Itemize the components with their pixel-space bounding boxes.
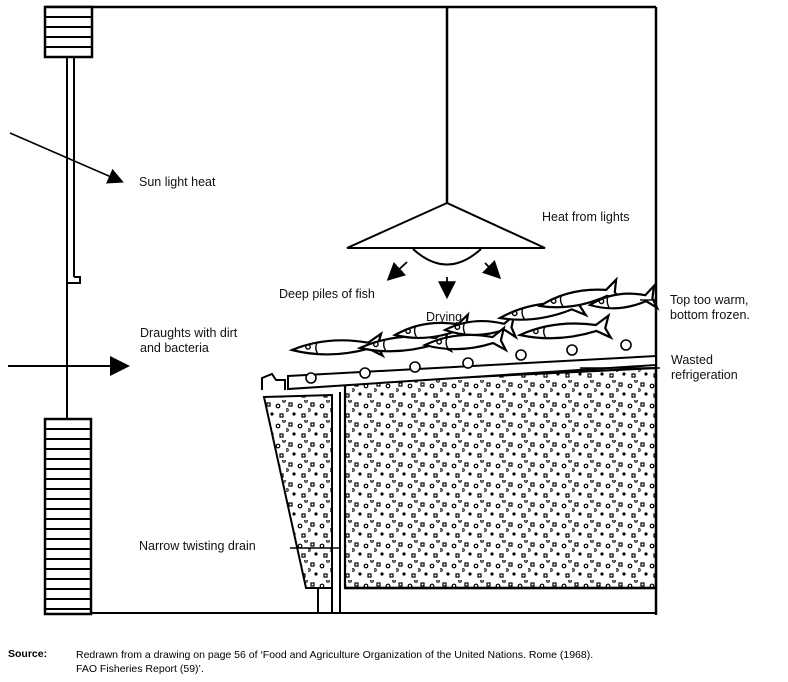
label-draughts: Draughts with dirt and bacteria — [140, 326, 237, 356]
fish-icon — [421, 325, 509, 353]
source-key: Source: — [8, 648, 48, 660]
drain-pipe — [290, 392, 341, 613]
sunlight-arrow-icon — [9, 132, 124, 184]
label-top-too-warm: Top too warm, bottom frozen. — [670, 293, 750, 323]
fish-pile — [288, 276, 660, 359]
tray — [261, 339, 660, 391]
window-slats — [45, 428, 91, 610]
label-drying: Drying — [426, 310, 463, 324]
label-wasted-line2: refrigeration — [671, 368, 738, 382]
lamp-icon — [346, 7, 546, 266]
source-line2: FAO Fisheries Report (59)’. — [76, 663, 204, 675]
label-top-too-warm-line2: bottom frozen. — [670, 308, 750, 322]
window-frame — [66, 57, 81, 420]
fish-icon — [587, 282, 660, 311]
window-icon — [43, 5, 94, 59]
label-top-too-warm-line1: Top too warm, — [670, 293, 749, 307]
label-draughts-line1: Draughts with dirt — [140, 326, 238, 340]
source-line1: Redrawn from a drawing on page 56 of ‘Fo… — [76, 649, 594, 661]
fish-icon — [516, 312, 614, 340]
label-heat-from-lights: Heat from lights — [542, 210, 630, 224]
label-deep-piles: Deep piles of fish — [279, 287, 375, 301]
window-icon — [43, 417, 93, 616]
label-sun-light-heat: Sun light heat — [139, 175, 216, 189]
heat-arrows-icon — [386, 259, 502, 300]
fish-icon — [536, 276, 624, 309]
label-wasted-refrigeration: Wasted refrigeration — [671, 353, 738, 383]
chill-room-diagram — [8, 5, 660, 616]
label-draughts-line2: and bacteria — [140, 341, 209, 355]
ice-icon — [262, 366, 658, 590]
label-wasted-line1: Wasted — [671, 353, 713, 367]
source-text: Redrawn from a drawing on page 56 of ‘Fo… — [76, 648, 776, 676]
label-narrow-drain: Narrow twisting drain — [139, 539, 256, 553]
